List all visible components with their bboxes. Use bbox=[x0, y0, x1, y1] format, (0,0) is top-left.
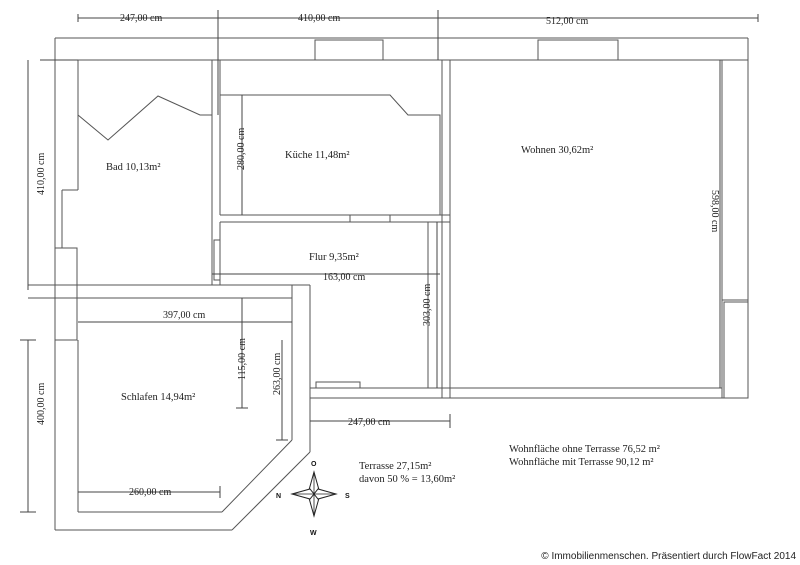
room-label-schlafen: Schlafen 14,94m² bbox=[121, 392, 195, 403]
room-label-flur: Flur 9,35m² bbox=[309, 252, 359, 263]
dim-top-mid: 410,00 cm bbox=[298, 13, 340, 24]
dim-kueche-height: 280,00 cm bbox=[236, 128, 247, 170]
inner-walls bbox=[28, 60, 451, 398]
dim-bottom-260: 260,00 cm bbox=[129, 487, 171, 498]
compass-n: N bbox=[276, 493, 281, 500]
outer-walls bbox=[54, 37, 749, 531]
compass-o: O bbox=[311, 461, 317, 468]
dim-left-upper: 410,00 cm bbox=[36, 153, 47, 195]
dim-wohnen-height: 598,00 cm bbox=[709, 190, 720, 232]
dim-schlafen-115: 115,00 cm bbox=[237, 338, 248, 380]
dim-schlafen-width: 397,00 cm bbox=[163, 310, 205, 321]
room-label-kueche: Küche 11,48m² bbox=[285, 150, 350, 161]
dim-top-right: 512,00 cm bbox=[546, 16, 588, 27]
room-label-bad: Bad 10,13m² bbox=[106, 162, 160, 173]
dim-flur-width: 163,00 cm bbox=[323, 272, 365, 283]
room-label-wohnen: Wohnen 30,62m² bbox=[521, 145, 593, 156]
dim-schlafen-263: 263,00 cm bbox=[272, 353, 283, 395]
dim-left-lower: 400,00 cm bbox=[36, 383, 47, 425]
compass-rose-icon bbox=[290, 470, 338, 518]
area-without-terrace: Wohnfläche ohne Terrasse 76,52 m² bbox=[509, 444, 660, 455]
dimension-lines bbox=[20, 10, 759, 513]
terrace-area: Terrasse 27,15m² bbox=[359, 461, 431, 472]
dim-flur-height: 303,00 cm bbox=[422, 284, 433, 326]
terrace-share: davon 50 % = 13,60m² bbox=[359, 474, 455, 485]
copyright-notice: © Immobilienmenschen. Präsentiert durch … bbox=[541, 551, 796, 562]
dim-top-left: 247,00 cm bbox=[120, 13, 162, 24]
area-with-terrace: Wohnfläche mit Terrasse 90,12 m² bbox=[509, 457, 654, 468]
compass-s: S bbox=[345, 493, 350, 500]
dim-bottom-247: 247,00 cm bbox=[348, 417, 390, 428]
compass-w: W bbox=[310, 530, 317, 537]
